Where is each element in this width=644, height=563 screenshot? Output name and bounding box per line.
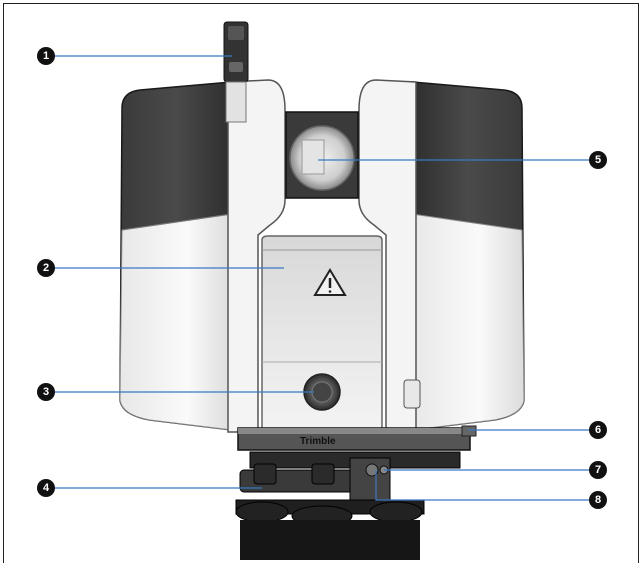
leader-lines: [52, 55, 590, 501]
left-panel: [119, 213, 233, 431]
svg-text:8: 8: [595, 494, 601, 506]
callout-marker-7: 7: [589, 461, 607, 479]
callout-marker-6: 6: [589, 421, 607, 439]
callout-marker-5: 5: [589, 151, 607, 169]
svg-text:7: 7: [595, 464, 601, 476]
center-column: [261, 235, 383, 433]
callout-marker-4: 4: [37, 479, 55, 497]
scanner-body: Trimble: [119, 21, 525, 560]
tribrach: [235, 451, 461, 560]
svg-text:6: 6: [595, 424, 601, 436]
svg-text:4: 4: [43, 482, 50, 494]
svg-text:2: 2: [43, 262, 49, 274]
right-arm: [358, 79, 417, 433]
leader-line-8: [375, 470, 590, 501]
callout-marker-8: 8: [589, 491, 607, 509]
svg-text:5: 5: [595, 154, 601, 166]
svg-text:3: 3: [43, 386, 49, 398]
brand-label: Trimble: [300, 436, 336, 447]
callout-marker-3: 3: [37, 383, 55, 401]
right-panel: [411, 213, 525, 431]
figure-frame: [3, 3, 639, 563]
callout-marker-1: 1: [37, 47, 55, 65]
side-port: [403, 379, 421, 409]
callout-marker-2: 2: [37, 259, 55, 277]
left-arm: [227, 79, 286, 433]
svg-text:1: 1: [43, 50, 49, 62]
warning-triangle-icon: [313, 268, 347, 296]
